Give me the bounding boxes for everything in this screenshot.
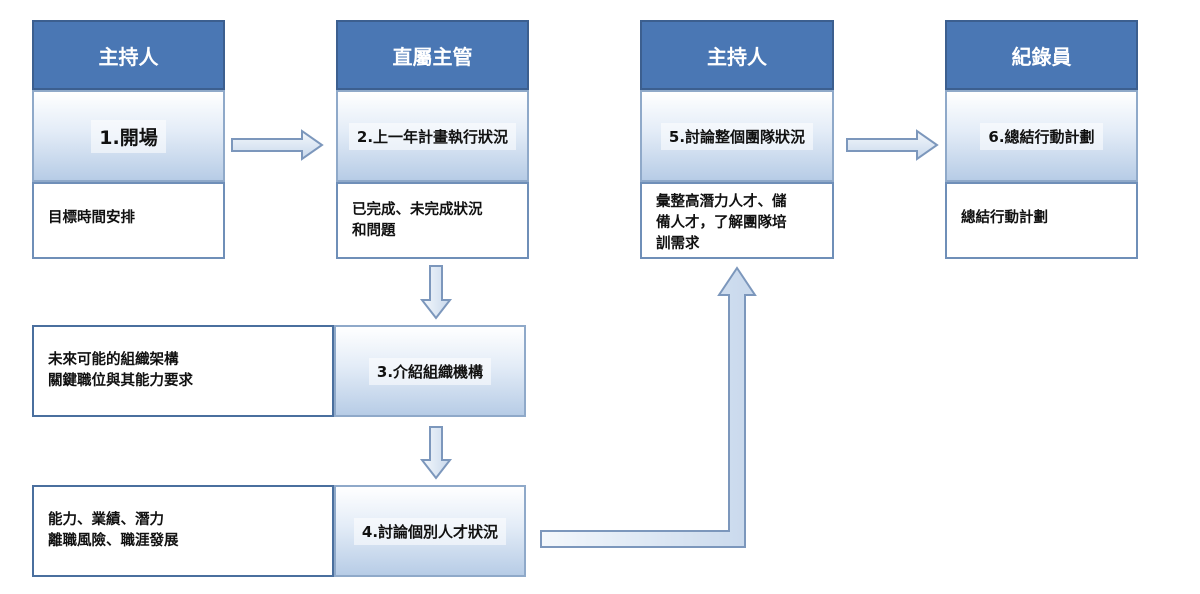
arrow-down-3-to-4 [419,426,453,480]
role-label: 主持人 [707,44,767,69]
step-label: 4.討論個別人才狀況 [353,517,507,545]
role-header-direct-manager: 直屬主管 [336,20,529,90]
step-box-3-org-structure: 3.介紹組織機構 [334,325,526,417]
desc-text: 目標時間安排 [48,210,135,226]
role-label: 直屬主管 [392,44,473,69]
role-label: 紀錄員 [1011,44,1072,69]
desc-box-1: 目標時間安排 [32,182,225,259]
step-box-1-opening: 1.開場 [32,90,225,182]
step-label: 3.介紹組織機構 [368,357,492,385]
step-label: 1.開場 [91,119,166,153]
desc-text: 彙整高潛力人才、儲 備人才，了解團隊培 訓需求 [656,194,787,252]
step-label: 5.討論整個團隊狀況 [660,122,814,150]
arrow-right-5-to-6 [846,129,939,161]
step-label: 6.總結行動計劃 [980,122,1103,150]
arrow-right-1-to-2 [231,129,324,161]
step-label: 2.上一年計畫執行狀況 [348,122,517,150]
role-header-host-2: 主持人 [640,20,834,90]
step-box-2-last-year-plan: 2.上一年計畫執行狀況 [336,90,529,182]
role-label: 主持人 [98,44,159,69]
desc-box-3: 未來可能的組織架構 關鍵職位與其能力要求 [32,325,334,417]
step-box-5-team-status: 5.討論整個團隊狀況 [640,90,834,182]
desc-box-6: 總結行動計劃 [945,182,1138,259]
desc-box-5: 彙整高潛力人才、儲 備人才，了解團隊培 訓需求 [640,182,834,259]
role-header-host-1: 主持人 [32,20,225,90]
step-box-4-individual-talent: 4.討論個別人才狀況 [334,485,526,577]
desc-text: 已完成、未完成狀況 和問題 [352,202,483,239]
desc-box-2: 已完成、未完成狀況 和問題 [336,182,529,259]
desc-text: 總結行動計劃 [961,210,1048,226]
arrow-elbow-4-to-5 [540,266,757,548]
desc-text: 未來可能的組織架構 關鍵職位與其能力要求 [48,352,193,389]
desc-text: 能力、業績、潛力 離職風險、職涯發展 [48,512,179,549]
desc-box-4: 能力、業績、潛力 離職風險、職涯發展 [32,485,334,577]
role-header-recorder: 紀錄員 [945,20,1138,90]
step-box-6-action-plan: 6.總結行動計劃 [945,90,1138,182]
arrow-down-2-to-3 [419,265,453,320]
